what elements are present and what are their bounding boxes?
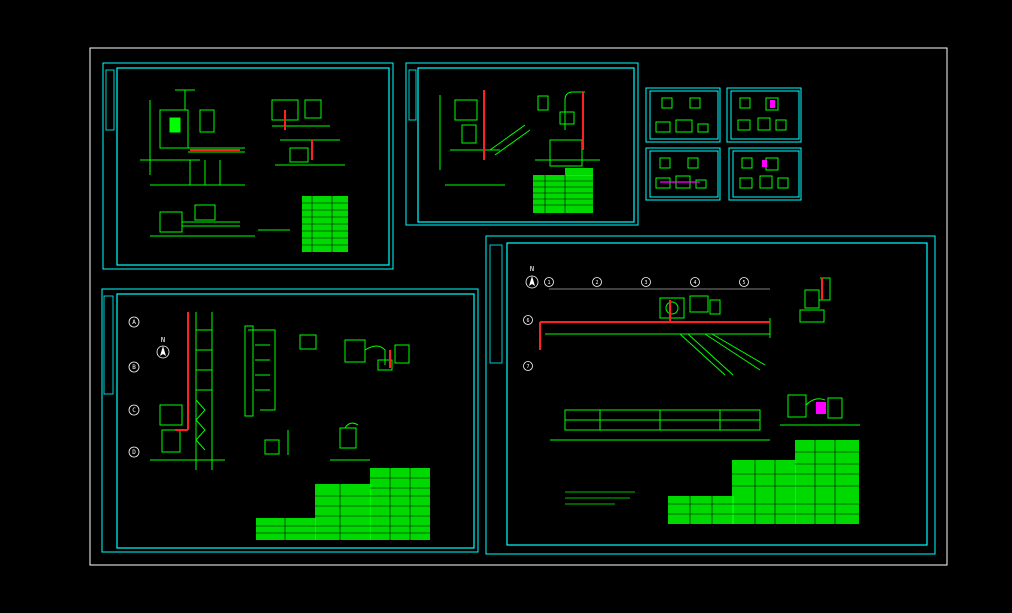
sheet-frame-inner (732, 150, 800, 198)
sheet-title-strip (408, 69, 417, 121)
sheet-frame-outer (645, 147, 721, 201)
small-sheet-4[interactable] (728, 147, 802, 201)
sheet-frame-outer (726, 87, 802, 143)
axis-label: 7 (526, 364, 529, 370)
parts-table (668, 440, 859, 524)
outer-drawing-border (89, 47, 948, 566)
axis-label: 2 (595, 280, 598, 286)
small-sheet-2[interactable] (726, 87, 802, 143)
sheet-frame-inner (417, 67, 635, 223)
axis-label: 4 (693, 280, 696, 286)
north-label: N (530, 265, 534, 273)
axis-label: A (132, 319, 136, 326)
axis-label: 5 (742, 280, 745, 286)
small-sheet-1[interactable] (645, 87, 721, 143)
sheet-frame-inner (116, 67, 390, 266)
axis-label: 3 (644, 280, 647, 286)
sheet-frame-outer (405, 62, 639, 226)
sheet-frame-inner (506, 242, 928, 546)
sheet-top-center[interactable] (405, 62, 639, 226)
north-label: N (161, 336, 165, 344)
sheet-title-strip (489, 244, 503, 364)
sheet-frame-inner (730, 90, 800, 140)
axis-label: D (132, 449, 136, 456)
sheet-bottom-right[interactable]: N 1 2 3 4 5 6 7 (485, 235, 936, 555)
north-arrow: N (525, 265, 539, 289)
axis-label: C (132, 407, 136, 414)
north-arrow: N (156, 336, 170, 359)
axis-label: B (132, 364, 136, 371)
sheet-frame-outer (645, 87, 721, 143)
sheet-frame-outer (485, 235, 936, 555)
sheet-title-strip (103, 295, 114, 395)
parts-table (302, 196, 348, 252)
sheet-top-left[interactable] (102, 62, 394, 270)
sheet-frame-inner (649, 150, 719, 198)
sheet-bottom-left[interactable]: A B C D N (101, 288, 479, 553)
sheet-frame-inner (649, 90, 719, 140)
sheet-frame-outer (101, 288, 479, 553)
axis-markers: 1 2 3 4 5 6 7 (523, 277, 749, 371)
axis-label: 1 (547, 280, 550, 286)
axis-label: 6 (526, 318, 529, 324)
sheet-frame-inner (116, 293, 475, 549)
parts-table (256, 468, 430, 540)
sheet-frame-outer (102, 62, 394, 270)
parts-table (533, 168, 593, 213)
sheet-title-strip (105, 69, 115, 131)
sheet-frame-outer (728, 147, 802, 201)
axis-markers: A B C D (128, 316, 140, 458)
small-sheet-3[interactable] (645, 147, 721, 201)
